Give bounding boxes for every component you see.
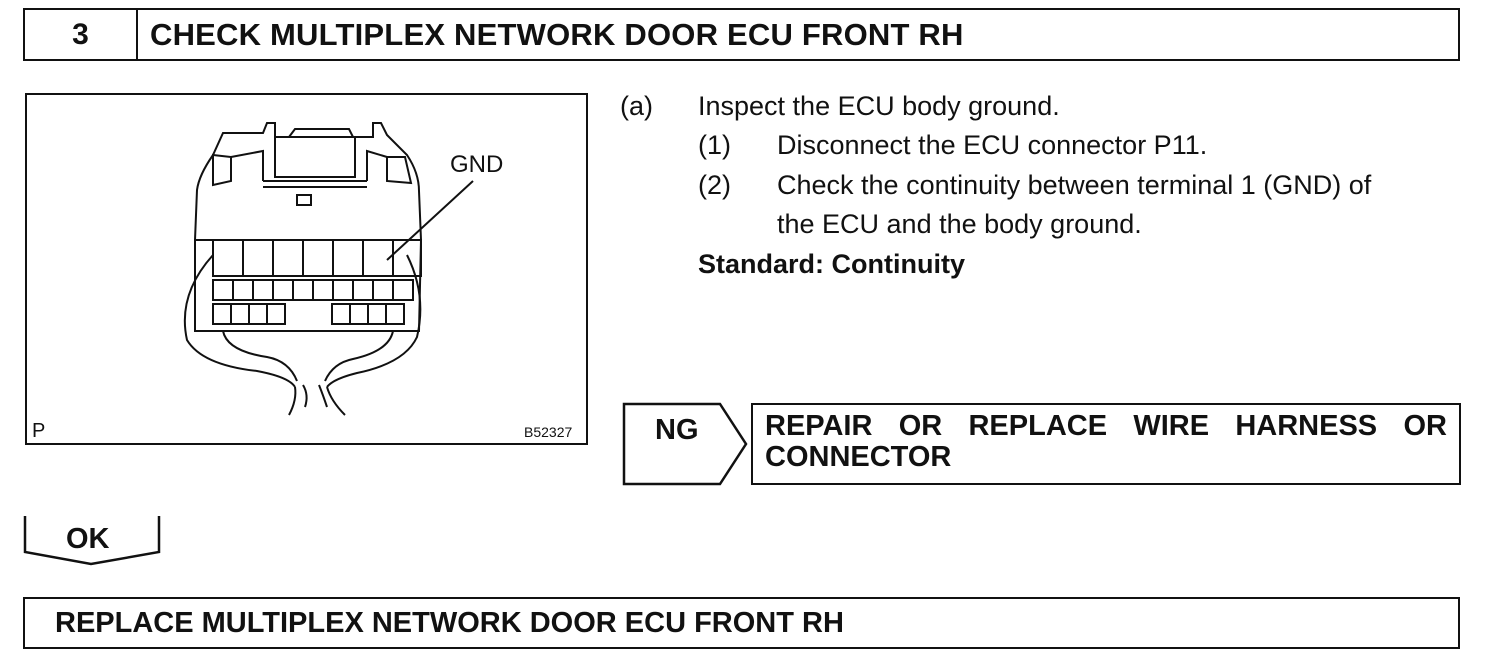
ng-action-line-2: CONNECTOR <box>765 441 952 473</box>
ng-word: WIRE <box>1133 410 1210 442</box>
ng-action-box: REPAIR OR REPLACE WIRE HARNESS OR CONNEC… <box>751 403 1461 485</box>
ng-word: HARNESS <box>1235 410 1378 442</box>
ok-label: OK <box>66 523 110 555</box>
ok-action-box: REPLACE MULTIPLEX NETWORK DOOR ECU FRONT… <box>23 597 1460 649</box>
standard-value: Standard: Continuity <box>698 249 965 279</box>
step-number: 3 <box>25 10 138 59</box>
ng-word: REPAIR <box>765 410 873 442</box>
step-a-label: (a) <box>620 91 653 121</box>
figure-code: B52327 <box>524 424 573 440</box>
substep-1-text: Disconnect the ECU connector P11. <box>777 130 1208 160</box>
substep-2-label: (2) <box>698 170 731 200</box>
ng-word: OR <box>898 410 943 442</box>
step-a-text: Inspect the ECU body ground. <box>698 91 1060 121</box>
substep-1-label: (1) <box>698 130 731 160</box>
ng-word: REPLACE <box>968 410 1108 442</box>
step-header: 3 CHECK MULTIPLEX NETWORK DOOR ECU FRONT… <box>23 8 1460 61</box>
step-title: CHECK MULTIPLEX NETWORK DOOR ECU FRONT R… <box>150 16 964 52</box>
ok-arrow-shape <box>23 516 161 566</box>
ng-action-line-1: REPAIR OR REPLACE WIRE HARNESS OR <box>765 411 1447 442</box>
gnd-callout-label: GND <box>450 151 504 178</box>
connector-illustration: GND P B52327 <box>25 93 588 445</box>
ng-arrow-shape <box>622 402 748 486</box>
ng-label: NG <box>655 414 699 446</box>
substep-2-text: Check the continuity between terminal 1 … <box>777 170 1372 200</box>
connector-drawing <box>183 122 474 416</box>
substep-2-text-continued: the ECU and the body ground. <box>777 209 1142 239</box>
ng-word: OR <box>1403 410 1447 442</box>
figure-corner-label: P <box>32 420 46 442</box>
